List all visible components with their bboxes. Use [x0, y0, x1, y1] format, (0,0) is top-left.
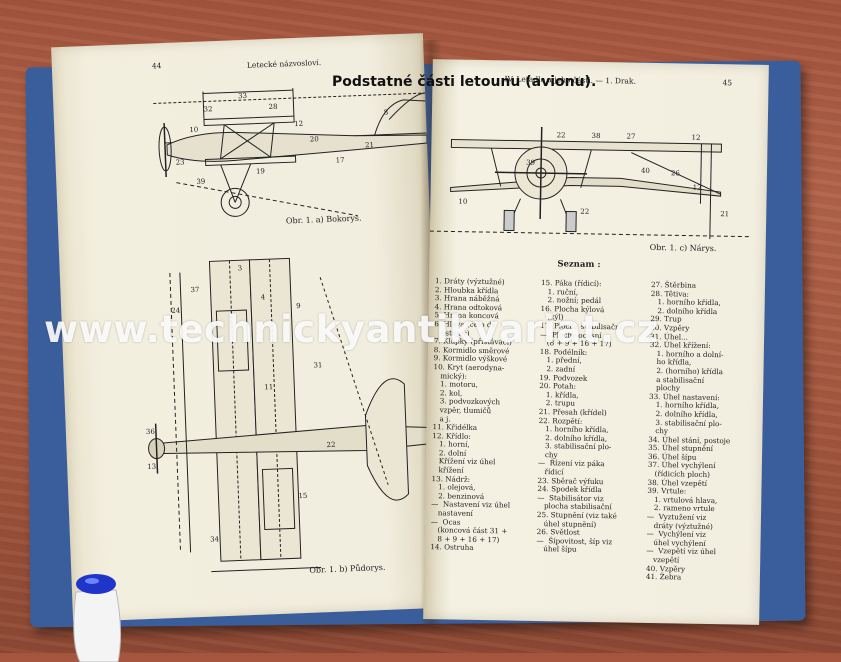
front-view-drawing: 22 38 27 12 40 26 12 10 22 39 21	[429, 127, 750, 239]
svg-text:32: 32	[203, 105, 212, 113]
svg-text:12: 12	[692, 134, 701, 142]
svg-text:10: 10	[458, 198, 467, 206]
svg-text:11: 11	[264, 383, 273, 391]
page-title: Podstatné části letounu (avionu).	[332, 74, 597, 90]
svg-text:21: 21	[720, 210, 729, 218]
parts-list-entry: úhel šípu	[536, 544, 577, 555]
svg-text:12: 12	[693, 184, 702, 192]
svg-text:34: 34	[210, 535, 220, 543]
svg-text:3: 3	[238, 264, 243, 272]
caption-front-view: Obr. 1. c) Nárys.	[649, 242, 717, 254]
svg-text:4: 4	[261, 293, 266, 301]
parts-list-entry: 14. Ostruha	[430, 542, 474, 553]
svg-text:23: 23	[175, 158, 184, 166]
svg-text:39: 39	[526, 159, 535, 167]
svg-text:37: 37	[190, 286, 199, 294]
list-heading: Seznam :	[557, 259, 601, 271]
svg-text:28: 28	[268, 103, 277, 111]
svg-text:17: 17	[336, 156, 345, 164]
svg-text:20: 20	[310, 135, 319, 143]
svg-text:10: 10	[189, 126, 198, 134]
svg-text:15: 15	[298, 492, 307, 500]
svg-text:8: 8	[384, 108, 389, 116]
right-page: IV. Letadlo a jeho části. — 1. Drak. 45 …	[423, 59, 769, 625]
svg-text:27: 27	[627, 133, 636, 141]
parts-list-entry: 41. Žebra	[645, 572, 682, 582]
pen	[73, 574, 122, 662]
svg-text:26: 26	[671, 169, 681, 177]
svg-text:38: 38	[592, 132, 601, 140]
svg-text:12: 12	[294, 120, 303, 128]
svg-text:24: 24	[171, 307, 181, 315]
svg-text:19: 19	[256, 167, 265, 175]
svg-text:39: 39	[196, 178, 205, 186]
svg-text:22: 22	[557, 131, 566, 139]
svg-text:40: 40	[641, 167, 650, 175]
svg-text:22: 22	[580, 208, 589, 216]
svg-text:9: 9	[296, 302, 301, 310]
plan-view-drawing: 24 37 3 4 9 36 13 31 22 15 34 11	[146, 257, 440, 573]
svg-text:36: 36	[146, 428, 156, 436]
svg-text:22: 22	[326, 441, 335, 449]
page-number-left: 44	[151, 61, 162, 71]
side-view-drawing: 10 23 32 33 28 12 20 19 39 17 21 8	[153, 88, 428, 217]
svg-text:21: 21	[365, 141, 374, 149]
svg-text:31: 31	[313, 361, 322, 369]
svg-text:13: 13	[147, 463, 156, 471]
page-number-right: 45	[722, 78, 733, 88]
watermark: www.technickyantikvariat.cz	[44, 308, 659, 351]
svg-text:33: 33	[238, 92, 247, 100]
